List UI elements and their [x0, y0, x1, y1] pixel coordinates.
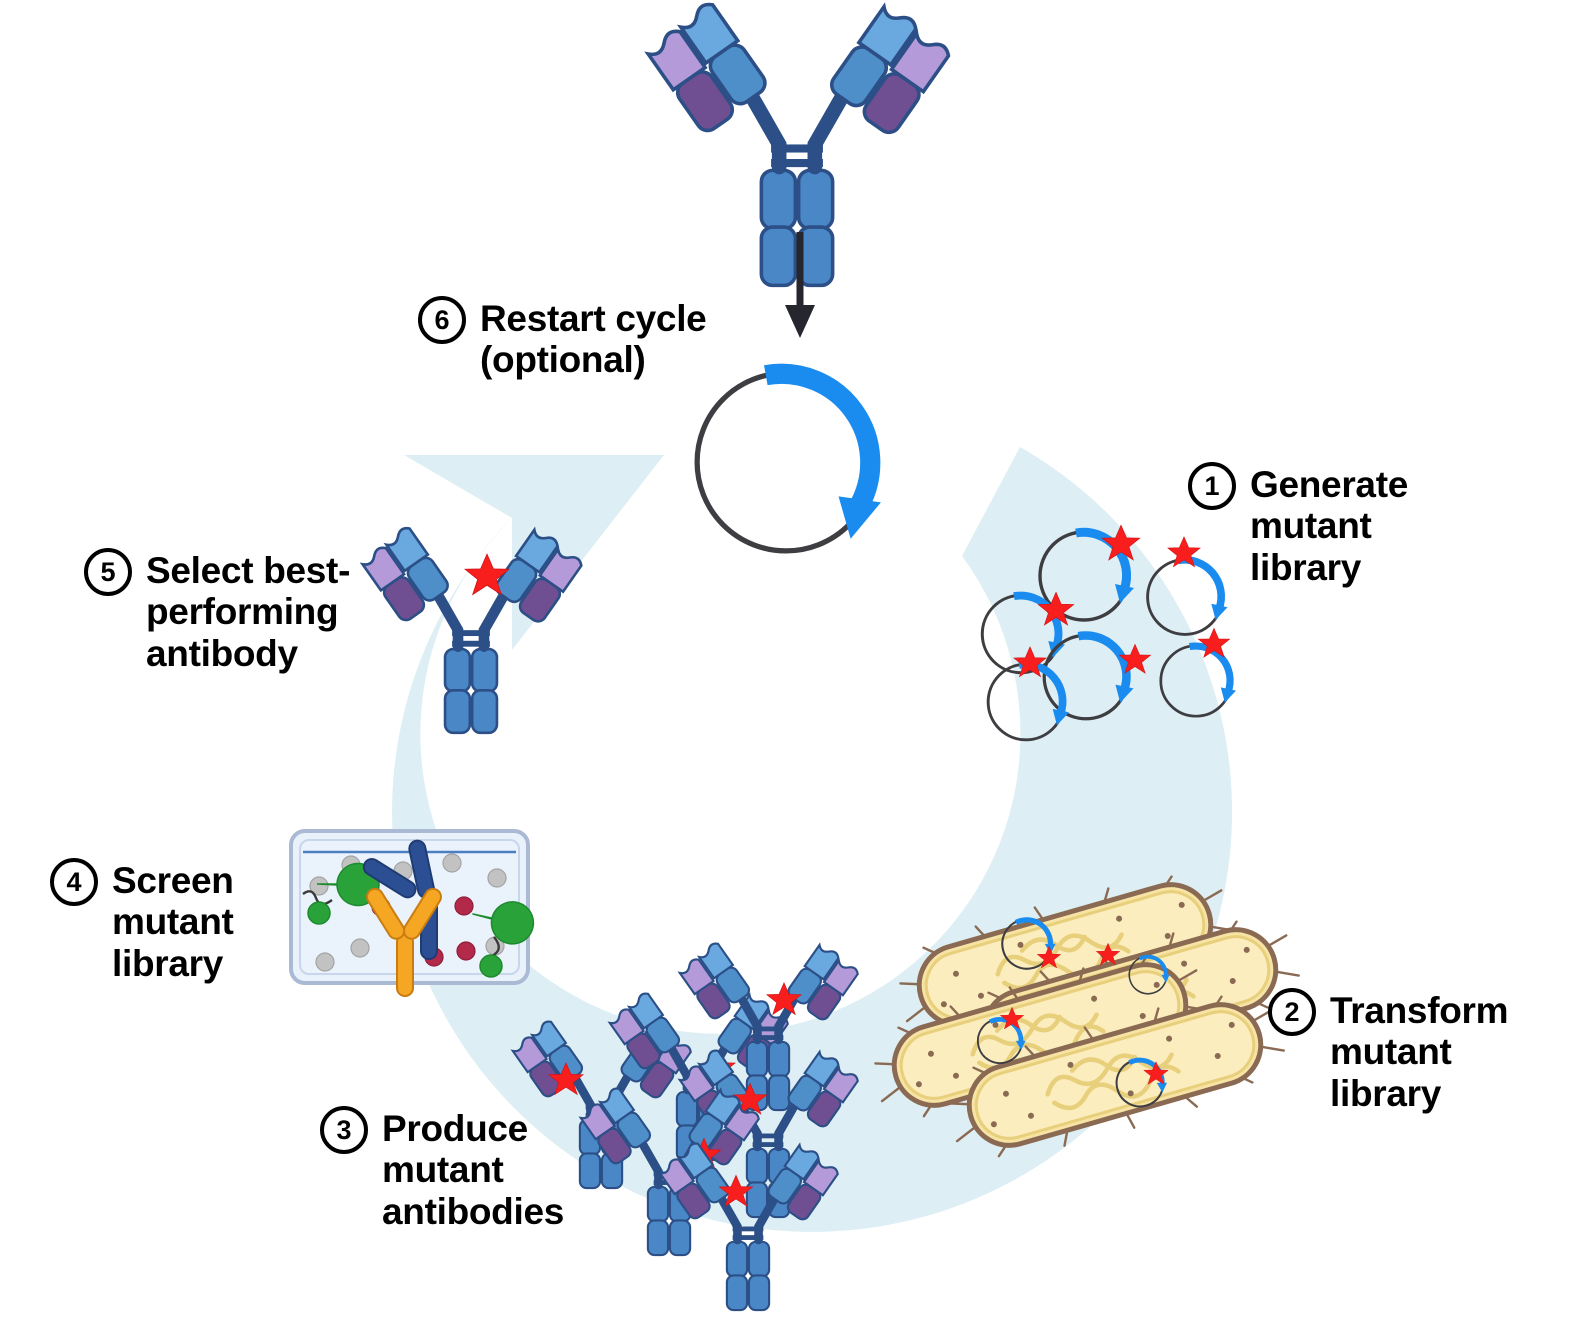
step-number-badge-3: 3: [320, 1106, 368, 1154]
step-generate-mutant-library: 1 Generate mutant library: [1188, 462, 1408, 588]
step-number-badge-2: 2: [1268, 988, 1316, 1036]
center-plasmid: [694, 363, 881, 554]
step-number-badge-6: 6: [418, 296, 466, 344]
antigen-green: [302, 862, 380, 925]
step-number-badge-4: 4: [50, 858, 98, 906]
selected-antibody: [359, 526, 584, 733]
step-label-4: Screen mutant library: [112, 860, 234, 984]
step-label-6: Restart cycle (optional): [480, 298, 707, 381]
antigen-green: [472, 901, 535, 978]
screening-plate: [289, 829, 535, 997]
step-produce-mutant-antibodies: 3 Produce mutant antibodies: [320, 1106, 564, 1232]
step-screen-mutant-library: 4 Screen mutant library: [50, 858, 234, 984]
step-label-1: Generate mutant library: [1250, 464, 1409, 588]
step-label-3: Produce mutant antibodies: [382, 1108, 565, 1232]
plate-antibody-orange: [366, 887, 442, 997]
step-select-best-antibody: 5 Select best- performing antibody: [84, 548, 350, 674]
step-label-2: Transform mutant library: [1330, 990, 1509, 1114]
step-label-5: Select best- performing antibody: [146, 550, 351, 674]
step-restart-cycle: 6 Restart cycle (optional): [418, 296, 707, 381]
input-arrow: [785, 232, 815, 338]
step-number-badge-5: 5: [84, 548, 132, 596]
step-transform-mutant-library: 2 Transform mutant library: [1268, 988, 1509, 1114]
step-number-badge-1: 1: [1188, 462, 1236, 510]
